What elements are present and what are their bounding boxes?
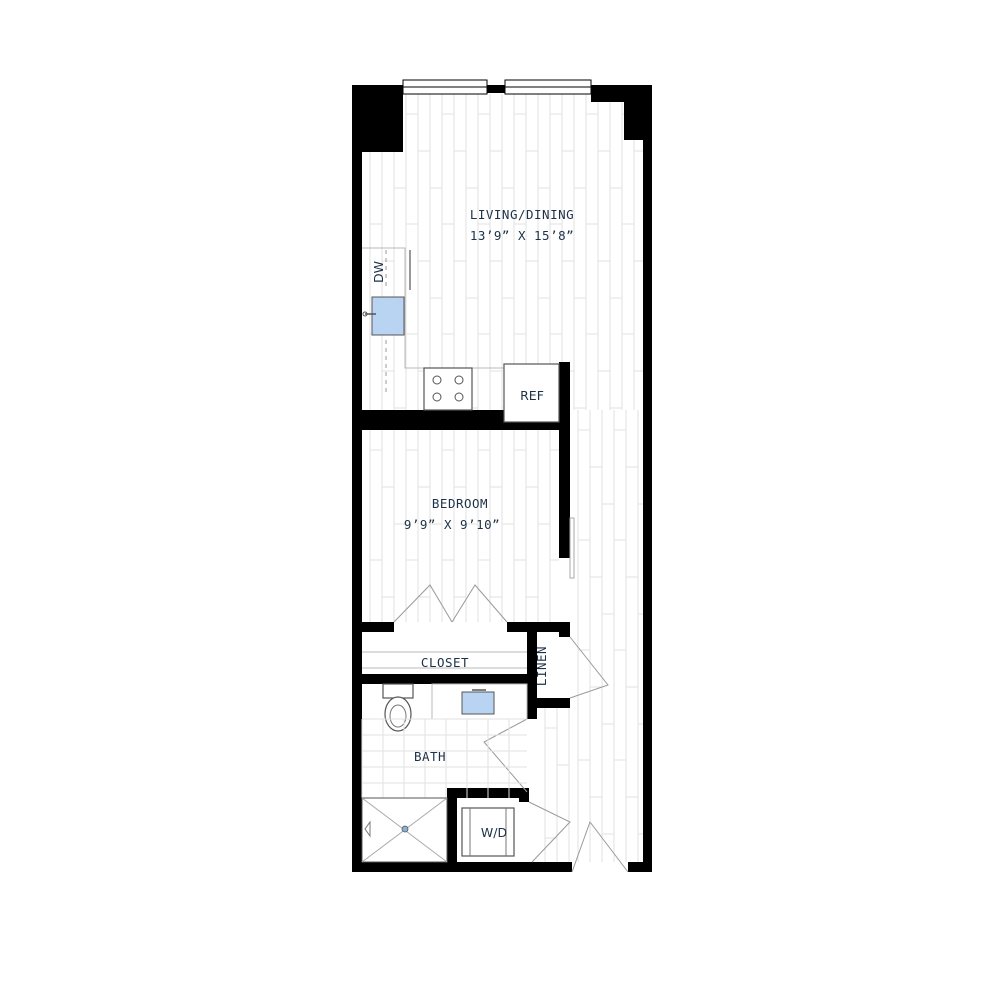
toilet-icon xyxy=(382,683,414,732)
walls xyxy=(352,85,652,872)
linen-name: LINEN xyxy=(534,646,549,686)
refrigerator-label: REF xyxy=(520,388,544,403)
washer-dryer-label: W/D xyxy=(481,825,507,840)
bedroom-dims: 9’9” X 9’10” xyxy=(404,517,500,532)
bedroom-name: BEDROOM xyxy=(432,496,488,511)
shower-drain-icon xyxy=(401,825,409,833)
bath-vanity xyxy=(431,683,528,720)
living-room-dims: 13’9” X 15’8” xyxy=(470,228,574,243)
sink-icon xyxy=(461,689,495,715)
refrigerator: REF xyxy=(503,363,560,423)
sink-icon xyxy=(362,296,405,336)
washer-dryer: W/D xyxy=(461,807,515,857)
closet-name: CLOSET xyxy=(421,655,469,670)
shower xyxy=(361,797,448,863)
door-swing-icon xyxy=(362,517,629,873)
bath-tiles xyxy=(361,718,527,798)
cooktop-icon xyxy=(423,367,473,411)
dishwasher-label: DW xyxy=(371,261,386,283)
living-room-name: LIVING/DINING xyxy=(470,207,574,222)
bath-name: BATH xyxy=(414,749,446,764)
floor-planks xyxy=(369,94,643,862)
dishwasher: DW xyxy=(371,261,386,283)
